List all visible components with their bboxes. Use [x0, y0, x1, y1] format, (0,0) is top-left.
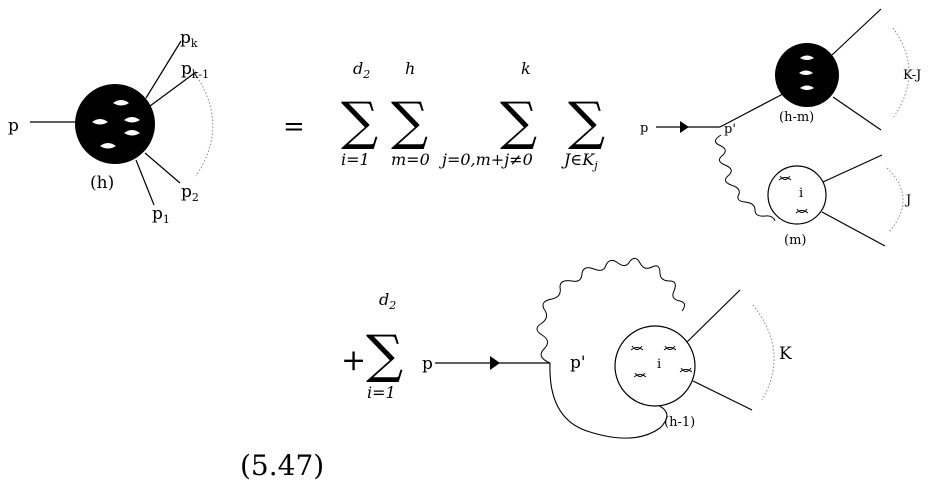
lhs-genus-label: (h) [90, 173, 114, 193]
lhs-incoming-label: p [8, 116, 19, 136]
sum3-upper: k [521, 59, 531, 78]
plus-sign: + [341, 343, 366, 378]
sum2-lower: m=0 [391, 150, 430, 169]
term1-top-blob [775, 43, 839, 107]
term1-diagram: p p' (h-m) K-J i (m) J [640, 8, 921, 248]
term2-leg-lower [692, 380, 753, 411]
lhs-leg-label-pk: pk [180, 28, 198, 50]
lhs-leg-pk1 [149, 71, 197, 107]
term1-bottom-blob-hole-1 [778, 175, 792, 181]
term1-bottom-legs-label: J [904, 193, 911, 208]
term2-blob-hole-2 [663, 345, 677, 351]
equation-number: (5.47) [240, 449, 324, 482]
sum4-lower: J∈Kj [561, 150, 598, 172]
term1-bottom-leg-lower [821, 211, 886, 247]
sum2-upper: h [405, 59, 415, 78]
term2-blob-hole-1 [630, 345, 644, 351]
term1-top-legs-arc [892, 27, 910, 119]
term2-blob-index: i [657, 357, 661, 372]
term2-sigma: ∑ [366, 325, 403, 385]
term2-lower-loop [549, 362, 668, 439]
term1-in-label: p [640, 121, 648, 136]
term1-sums: d2 ∑ i=1 h ∑ m=0 k ∑ j=0,m+j≠0 ∑ J∈Kj [341, 59, 605, 172]
sum1-upper: d2 [353, 59, 370, 81]
term1-bottom-blob-label: (m) [784, 233, 806, 248]
term1-arrow-icon [680, 121, 689, 133]
lhs-leg-p2 [144, 152, 181, 184]
term1-bottom-blob [767, 165, 827, 225]
term2-prop-label: p' [570, 353, 586, 373]
term2-legs-arc [752, 304, 775, 401]
lhs-legs-arc [195, 79, 214, 177]
sum4-sigma: ∑ [568, 92, 605, 152]
term2-blob-label: (h-1) [664, 415, 695, 430]
lhs-leg-label-p2: p2 [181, 182, 199, 204]
lhs-leg-pk [145, 40, 182, 99]
term1-top-legs-label: K-J [903, 68, 921, 83]
lhs-diagram: p (h) pk pk-1 p2 p1 [8, 28, 214, 226]
lhs-leg-p1 [135, 159, 155, 206]
lhs-blob-holes [92, 100, 140, 149]
term2-in-label: p [422, 354, 433, 374]
sum2-sigma: ∑ [391, 92, 428, 152]
term1-prop-label: p' [724, 122, 736, 137]
term2-sum-lower: i=1 [367, 383, 396, 402]
term2-wavy-loop [536, 257, 686, 364]
sum1-lower: i=1 [341, 150, 370, 169]
term1-bottom-leg-upper [822, 154, 883, 183]
term2-arrow-icon [490, 356, 500, 370]
equals-sign: = [283, 112, 305, 142]
term2-blob-hole-4 [679, 367, 693, 373]
sum3-sigma: ∑ [500, 92, 537, 152]
lhs-leg-label-pk1: pk-1 [181, 59, 209, 81]
lhs-blob [75, 84, 155, 164]
term1-bottom-blob-index: i [799, 186, 803, 201]
term2: + d2 ∑ i=1 p p' i (h-1) K [341, 257, 792, 439]
sum1-sigma: ∑ [341, 92, 378, 152]
term2-leg-upper [686, 289, 741, 343]
term2-sum-upper: d2 [379, 290, 396, 312]
term1-bottom-legs-arc [886, 167, 904, 233]
term2-legs-label: K [779, 344, 792, 364]
term1-top-leg-lower [832, 96, 882, 131]
term1-top-leg-upper [831, 8, 882, 56]
term2-blob [614, 325, 696, 407]
term1-top-blob-holes [799, 55, 814, 90]
term1-bottom-blob-hole-2 [795, 208, 809, 214]
lhs-leg-label-p1: p1 [152, 204, 170, 226]
term1-top-blob-label: (h-m) [779, 110, 814, 125]
sum3-lower: j=0,m+j≠0 [439, 150, 533, 169]
term1-wavy-propagator [715, 134, 776, 222]
term2-blob-hole-3 [633, 372, 647, 378]
